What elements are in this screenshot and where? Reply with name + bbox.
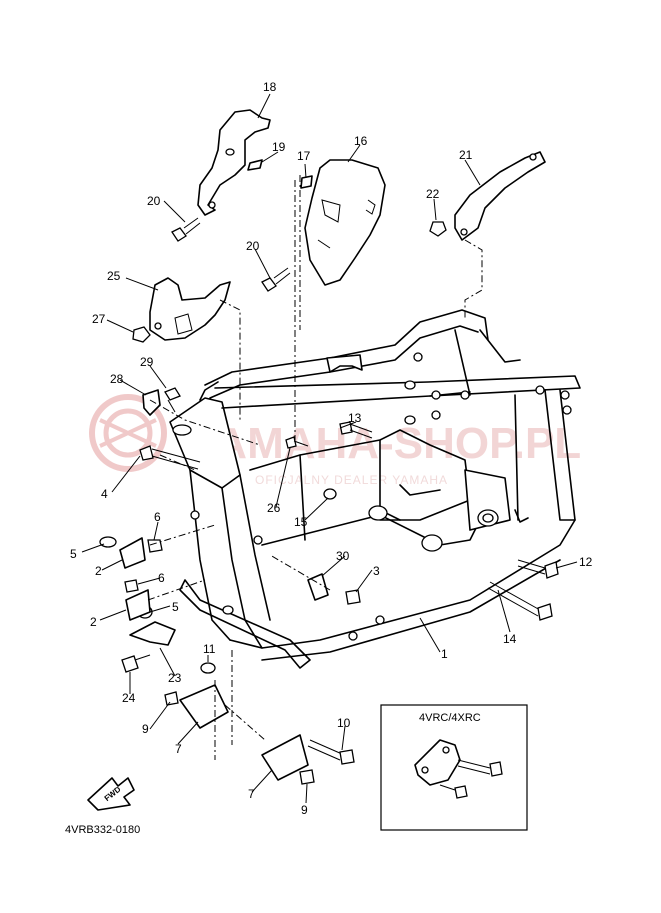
part-22-nut bbox=[429, 221, 447, 237]
part-17-clip bbox=[300, 175, 313, 189]
callout-7a: 7 bbox=[175, 742, 182, 756]
part-20-bolt-lower bbox=[261, 267, 291, 292]
part-24-bolt bbox=[121, 654, 151, 673]
part-6-bolt-a bbox=[147, 539, 163, 553]
callout-20b: 20 bbox=[246, 239, 260, 253]
part-20-bolt-upper bbox=[171, 217, 201, 242]
leader-lines bbox=[81, 93, 578, 807]
callout-13: 13 bbox=[348, 411, 362, 425]
callout-3: 3 bbox=[373, 564, 380, 578]
callout-15: 15 bbox=[294, 515, 308, 529]
part-14-bolt bbox=[487, 581, 553, 621]
part-26-bolt bbox=[285, 436, 309, 449]
part-27-nut bbox=[132, 326, 151, 343]
callout-23: 23 bbox=[168, 671, 182, 685]
callout-6a: 6 bbox=[154, 510, 161, 524]
callout-6b: 6 bbox=[158, 571, 165, 585]
watermark-text: YAMAHA-SHOP.PL bbox=[190, 419, 581, 468]
part-7-plate-a bbox=[179, 684, 229, 729]
part-3-bolt bbox=[345, 589, 361, 605]
part-29-bolt bbox=[164, 387, 181, 413]
callout-24: 24 bbox=[122, 691, 136, 705]
callout-9a: 9 bbox=[142, 722, 149, 736]
part-6-bolt-b bbox=[124, 579, 139, 593]
part-11-washer bbox=[200, 662, 216, 674]
part-28-bracket bbox=[142, 389, 161, 416]
part-12-bolt bbox=[517, 559, 559, 579]
callout-25: 25 bbox=[107, 269, 121, 283]
callout-22: 22 bbox=[426, 187, 440, 201]
part-9-bolt-b bbox=[299, 769, 315, 785]
callout-19: 19 bbox=[272, 140, 286, 154]
part-9-bolt-a bbox=[164, 691, 179, 706]
callout-10: 10 bbox=[337, 716, 351, 730]
callout-21: 21 bbox=[459, 148, 473, 162]
callout-7b: 7 bbox=[248, 787, 255, 801]
main-frame bbox=[169, 309, 581, 669]
callout-18: 18 bbox=[263, 80, 277, 94]
part-21-bracket bbox=[454, 151, 546, 241]
callout-28: 28 bbox=[110, 372, 124, 386]
part-23-bracket bbox=[129, 621, 176, 646]
callout-9b: 9 bbox=[301, 803, 308, 817]
callout-5b: 5 bbox=[172, 600, 179, 614]
variant-inset-box: 4VRC/4XRC bbox=[380, 704, 528, 831]
part-18-bracket bbox=[197, 109, 271, 216]
part-2-plate-a bbox=[119, 537, 146, 569]
part-5-washer-a bbox=[99, 536, 117, 548]
part-25-bracket bbox=[149, 277, 231, 341]
assembly-lines bbox=[147, 175, 483, 760]
variant-label: 4VRC/4XRC bbox=[419, 712, 481, 724]
diagram-code: 4VRB332-0180 bbox=[65, 824, 140, 836]
watermark-subtext: OFICJALNY DEALER YAMAHA bbox=[255, 473, 448, 487]
callout-14: 14 bbox=[503, 632, 517, 646]
fwd-arrow-icon: FWD bbox=[87, 777, 135, 811]
callout-2a: 2 bbox=[95, 564, 102, 578]
callout-1: 1 bbox=[441, 647, 448, 661]
callout-5a: 5 bbox=[70, 547, 77, 561]
callout-17: 17 bbox=[297, 149, 311, 163]
callout-29: 29 bbox=[140, 355, 154, 369]
callout-26: 26 bbox=[267, 501, 281, 515]
watermark: YAMAHA-SHOP.PL OFICJALNY DEALER YAMAHA bbox=[89, 394, 581, 487]
callout-11: 11 bbox=[203, 642, 216, 656]
callout-2b: 2 bbox=[90, 615, 97, 629]
callout-20a: 20 bbox=[147, 194, 161, 208]
callout-4: 4 bbox=[101, 487, 108, 501]
callout-30: 30 bbox=[336, 549, 350, 563]
part-4-bolt bbox=[139, 445, 201, 470]
callout-16: 16 bbox=[354, 134, 368, 148]
part-10-bolt bbox=[307, 739, 355, 765]
callout-12: 12 bbox=[579, 555, 593, 569]
part-7-plate-b bbox=[261, 734, 309, 781]
callout-27: 27 bbox=[92, 312, 106, 326]
watermark-logo bbox=[89, 394, 167, 472]
callout-labels: 1 2 2 3 4 5 5 6 6 7 7 8 9 9 10 11 12 13 … bbox=[70, 80, 593, 817]
part-15-washer bbox=[323, 488, 337, 500]
part-16-cover bbox=[304, 159, 386, 286]
part-19-clip bbox=[247, 159, 263, 171]
